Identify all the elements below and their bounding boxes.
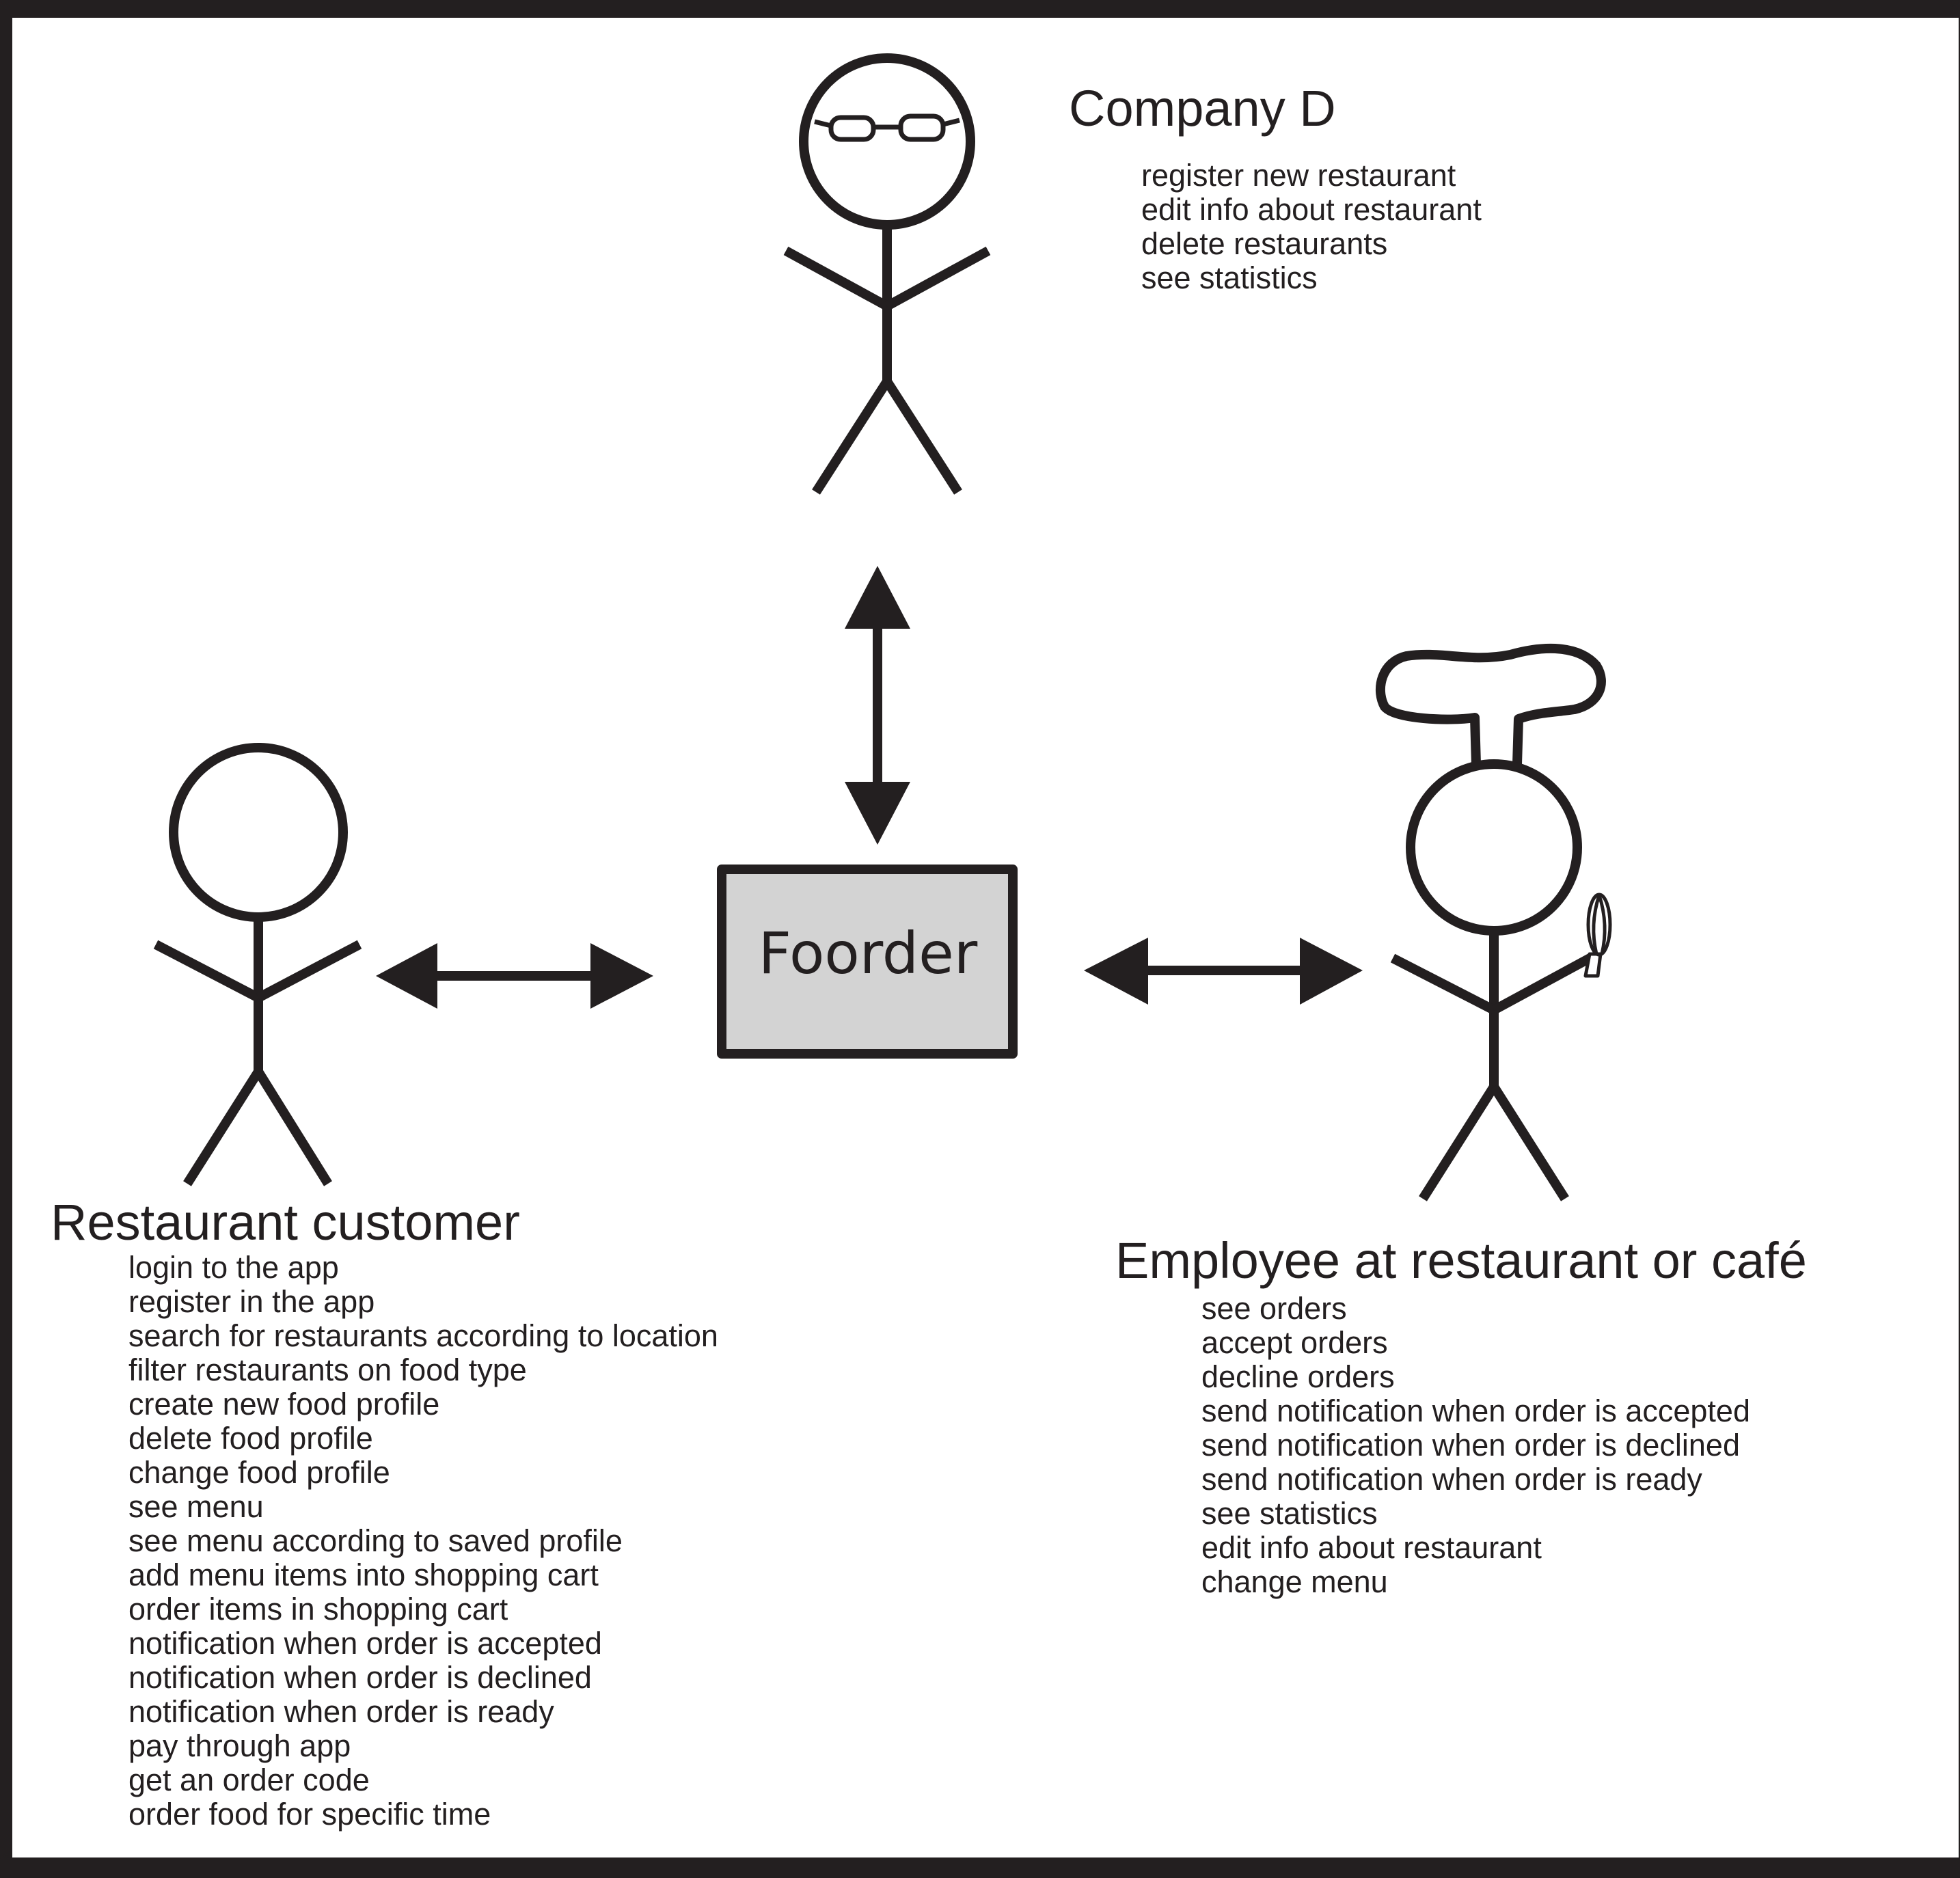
employee-capability: send notification when order is accepted [1201, 1393, 1750, 1428]
company-capability: edit info about restaurant [1141, 192, 1482, 227]
employee-capability: change menu [1201, 1564, 1388, 1599]
arrow-customer-system [376, 943, 653, 1009]
company-actor-icon [783, 53, 991, 495]
company-title: Company D [1069, 80, 1336, 137]
customer-capability: notification when order is accepted [128, 1626, 602, 1661]
customer-capability: change food profile [128, 1455, 390, 1490]
customer-capability: order food for specific time [128, 1797, 491, 1832]
employee-actor-icon [1375, 643, 1612, 1201]
customer-capability: order items in shopping cart [128, 1592, 508, 1627]
customer-capability: delete food profile [128, 1421, 373, 1456]
employee-capability: accept orders [1201, 1325, 1388, 1360]
employee-title: Employee at restaurant or café [1115, 1232, 1807, 1289]
company-capability: see statistics [1141, 260, 1318, 295]
customer-capability: pay through app [128, 1728, 351, 1763]
customer-capability: get an order code [128, 1763, 370, 1797]
customer-title: Restaurant customer [51, 1194, 520, 1251]
chef-hat-icon [1375, 643, 1606, 765]
employee-capability: send notification when order is ready [1201, 1462, 1702, 1497]
employee-capability: decline orders [1201, 1359, 1395, 1394]
customer-capability: notification when order is ready [128, 1694, 554, 1729]
customer-capability: login to the app [128, 1250, 339, 1285]
employee-capability: see statistics [1201, 1496, 1378, 1531]
system-name: Foorder [758, 920, 978, 987]
arrow-system-employee [1084, 938, 1363, 1005]
foorder-system-box [717, 865, 1018, 1059]
customer-actor-icon [153, 743, 362, 1186]
customer-capability: add menu items into shopping cart [128, 1557, 599, 1592]
customer-capability: see menu [128, 1489, 264, 1524]
employee-capability: edit info about restaurant [1201, 1530, 1542, 1565]
customer-capability: notification when order is declined [128, 1660, 592, 1695]
whisk-icon [1583, 893, 1612, 978]
company-capability: delete restaurants [1141, 226, 1388, 261]
customer-capability: filter restaurants on food type [128, 1352, 527, 1387]
customer-capability: see menu according to saved profile [128, 1523, 623, 1558]
customer-capability: register in the app [128, 1284, 375, 1319]
employee-capability: send notification when order is declined [1201, 1428, 1740, 1462]
arrow-company-system [845, 566, 910, 845]
customer-capability: create new food profile [128, 1387, 440, 1421]
company-capability: register new restaurant [1141, 158, 1456, 193]
glasses-icon [814, 113, 960, 142]
customer-capability: search for restaurants according to loca… [128, 1318, 718, 1353]
employee-capability: see orders [1201, 1291, 1347, 1326]
